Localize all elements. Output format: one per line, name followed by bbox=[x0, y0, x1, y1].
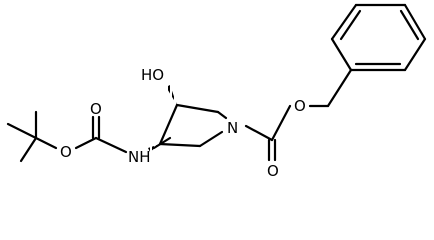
bond-ph-1 bbox=[330, 37, 353, 72]
bond-c3-c2 bbox=[175, 103, 220, 114]
bond-carbonyl-o-right bbox=[270, 104, 292, 142]
carbonyl-oxygen-right-label: O bbox=[267, 162, 279, 180]
bond-ph-5 bbox=[403, 37, 427, 72]
cbz-carbamate bbox=[244, 68, 353, 162]
hashed-wedge-nh bbox=[148, 144, 160, 152]
tert-butyl-group bbox=[6, 110, 58, 163]
bond-ph-2 bbox=[330, 3, 358, 41]
structure-diagram: HO N NH O O O O bbox=[6, 3, 427, 180]
bond-ph-inner-a bbox=[339, 9, 362, 41]
hydroxyl-label: HO bbox=[141, 66, 164, 84]
bond-tbu-methyl-left bbox=[6, 122, 38, 140]
bond-tbu-methyl-bottom bbox=[19, 136, 38, 163]
carbamate-nh-label: NH bbox=[128, 148, 151, 166]
ester-oxygen-right-label: O bbox=[294, 97, 306, 115]
bond-ph-4 bbox=[403, 3, 427, 41]
hashed-wedge-oh bbox=[166, 85, 177, 105]
ester-oxygen-left-label: O bbox=[60, 143, 72, 161]
bond-ph-inner-b bbox=[399, 9, 420, 41]
phenyl-ring bbox=[330, 3, 427, 72]
pyrrolidine-ring bbox=[158, 103, 228, 148]
bond-c3-c4 bbox=[158, 103, 179, 146]
bond-o-carbonyl-left bbox=[74, 136, 98, 150]
bond-c5-n bbox=[198, 130, 224, 148]
bond-n-carbonyl-right bbox=[244, 124, 274, 142]
ring-nitrogen-label: N bbox=[227, 119, 238, 137]
bond-c2-n bbox=[216, 110, 228, 120]
carbonyl-oxygen-left-label: O bbox=[90, 100, 102, 118]
bond-c4-c5 bbox=[158, 142, 202, 148]
bond-carbonyl-nh bbox=[94, 136, 128, 154]
bond-tbu-o bbox=[34, 136, 58, 150]
bond-ch2-phenyl bbox=[326, 68, 353, 108]
